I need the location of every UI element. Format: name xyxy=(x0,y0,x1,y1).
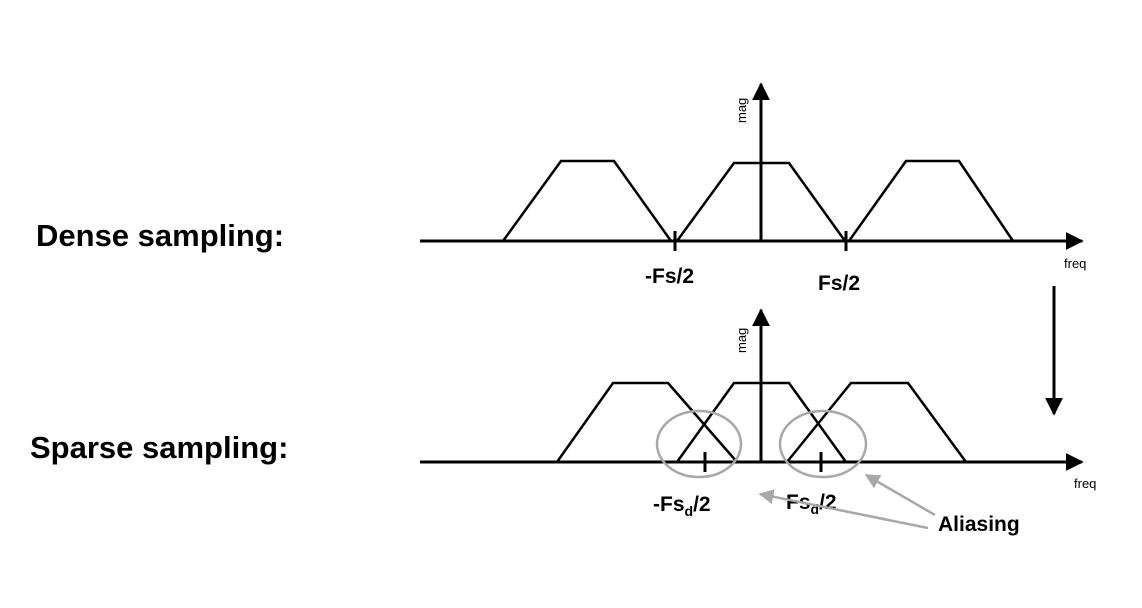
dense-spectrum-right xyxy=(847,159,1015,242)
aliasing-circle-left xyxy=(655,409,743,479)
sparse-mag-label: mag xyxy=(734,328,749,353)
sparse-tick-left-label: -Fsd/2 xyxy=(653,493,711,519)
sparse-spectrum-left xyxy=(555,381,738,463)
dense-freq-label: freq xyxy=(1064,256,1086,271)
dense-spectrum-left xyxy=(501,159,673,242)
sparse-freq-label: freq xyxy=(1074,476,1096,491)
aliasing-label: Aliasing xyxy=(938,513,1020,536)
aliasing-circle-right xyxy=(778,409,868,479)
sparse-plot: mag freq -Fsd/2 Fsd/2 Aliasing xyxy=(420,308,1096,536)
dense-tick-left-label: -Fs/2 xyxy=(645,265,694,288)
sparse-sampling-label: Sparse sampling: xyxy=(30,430,289,465)
aliasing-pointer-left xyxy=(758,489,929,530)
sparse-spectrum-right xyxy=(786,381,968,463)
dense-mag-label: mag xyxy=(734,98,749,123)
dense-spectrum-center xyxy=(675,161,847,242)
aliasing-pointer-right xyxy=(864,473,936,517)
dense-plot: mag freq -Fs/2 Fs/2 xyxy=(420,82,1086,295)
dense-tick-right-label: Fs/2 xyxy=(818,272,860,295)
dense-sampling-label: Dense sampling: xyxy=(36,218,285,253)
